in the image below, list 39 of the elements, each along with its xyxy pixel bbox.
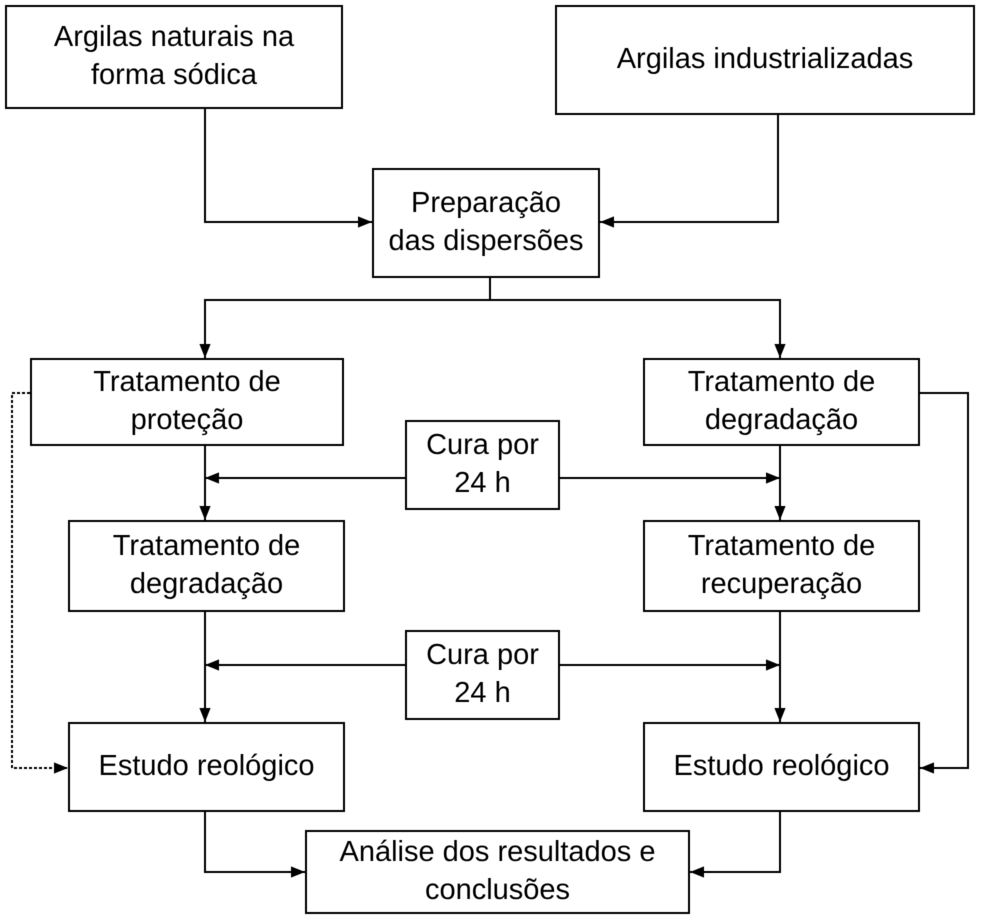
box-label: Análise dos resultados e conclusões xyxy=(338,835,656,908)
arrow xyxy=(205,472,405,484)
box-label: Argilas industrializadas xyxy=(616,42,914,78)
box-label: Cura por 24 h xyxy=(425,428,540,501)
arrow xyxy=(690,812,781,878)
process-box xyxy=(405,630,560,720)
arrow xyxy=(199,446,211,520)
box-label: Argilas naturais na forma sódica xyxy=(52,20,296,93)
process-box xyxy=(643,358,920,446)
process-box xyxy=(30,358,344,446)
process-box xyxy=(5,5,343,109)
arrow xyxy=(774,612,786,722)
box-label: Cura por 24 h xyxy=(425,638,540,711)
box-label: Tratamento de recuperação xyxy=(686,529,876,602)
box-label: Estudo reológico xyxy=(673,749,890,784)
process-box xyxy=(643,722,920,812)
arrow xyxy=(205,659,405,671)
process-box xyxy=(405,420,560,510)
arrow xyxy=(560,659,780,671)
process-box xyxy=(68,722,345,812)
process-box xyxy=(68,520,345,612)
box-label: Tratamento de degradação xyxy=(112,529,302,602)
arrow xyxy=(920,392,969,774)
box-label: Tratamento de degradação xyxy=(686,365,876,438)
process-box xyxy=(372,168,600,278)
box-label: Tratamento de proteção xyxy=(92,365,282,438)
box-label: Preparação das dispersões xyxy=(387,186,585,259)
arrow xyxy=(11,392,68,774)
process-box xyxy=(643,520,920,612)
arrow xyxy=(204,812,305,878)
process-box xyxy=(555,5,975,115)
arrow xyxy=(560,472,780,484)
box-label: Estudo reológico xyxy=(98,749,315,784)
arrow xyxy=(489,278,786,358)
arrow xyxy=(600,115,779,228)
arrow xyxy=(204,109,372,228)
arrow xyxy=(774,446,786,520)
process-box xyxy=(305,830,690,914)
arrow xyxy=(199,612,211,722)
